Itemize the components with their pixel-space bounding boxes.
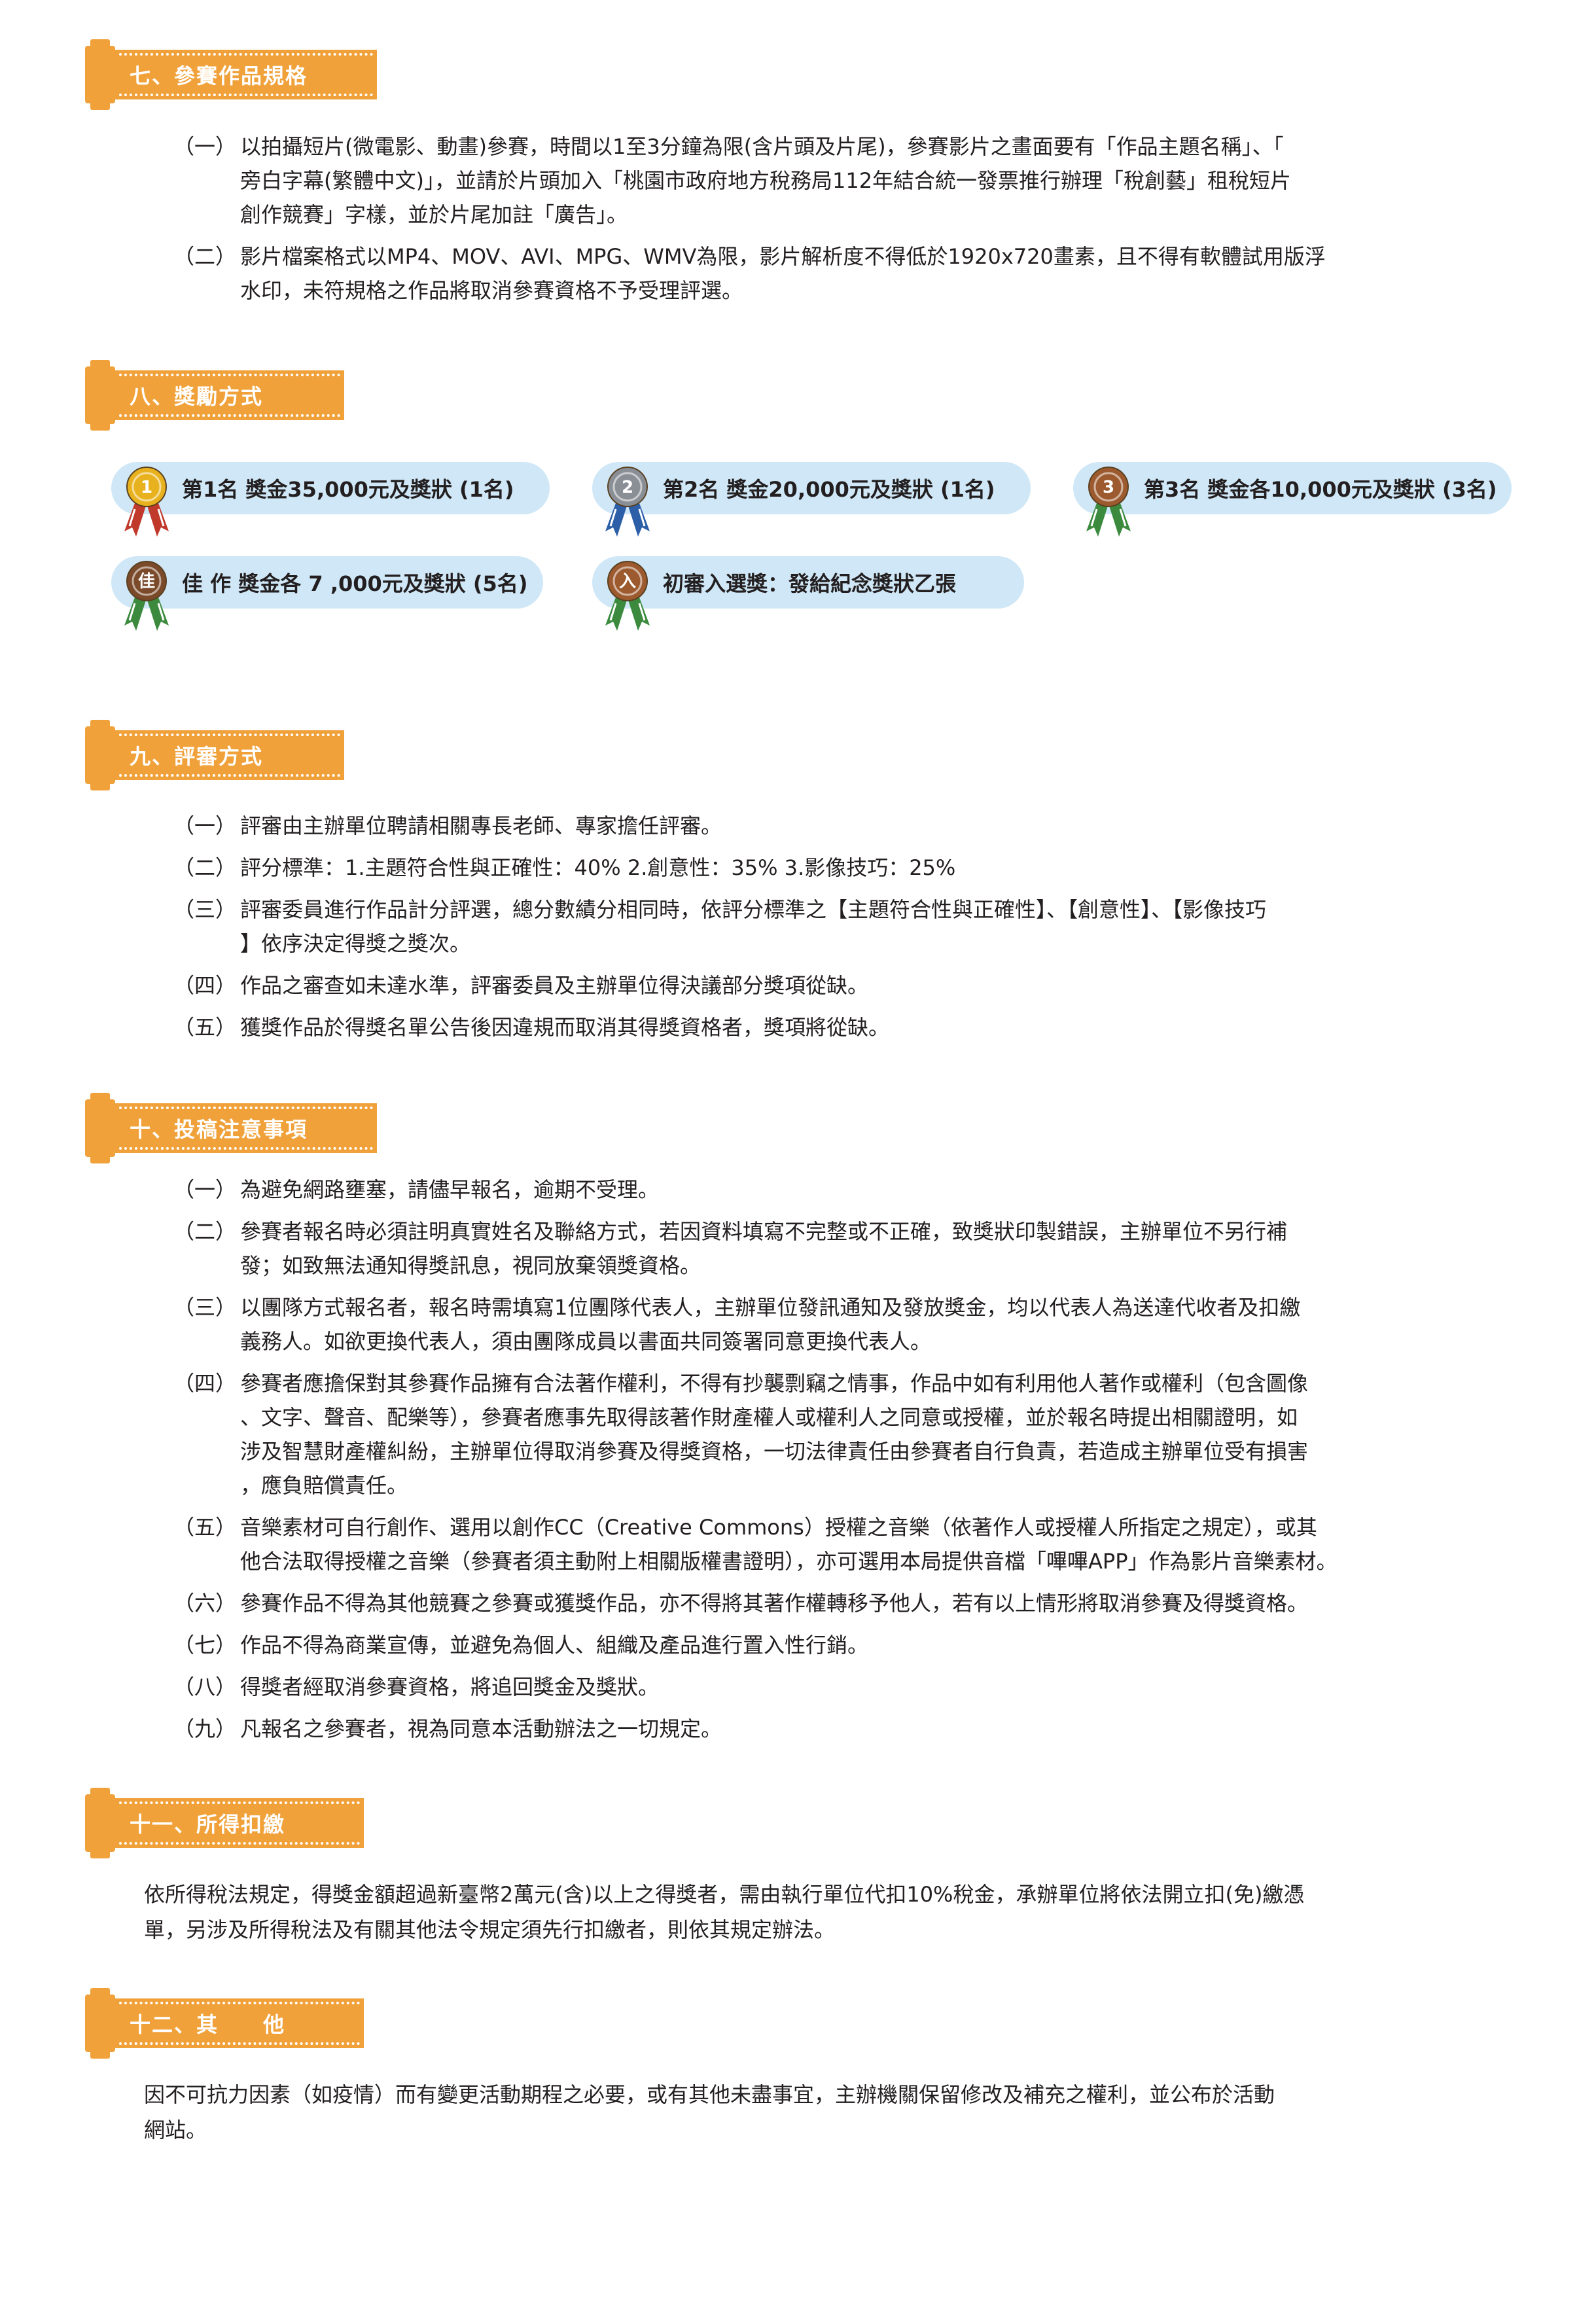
award-item: 入 初審入選獎：發給紀念獎狀乙張 (592, 556, 1024, 631)
film-roll-icon (85, 1788, 115, 1858)
list-item-line: 他合法取得授權之音樂（參賽者須主動附上相關版權書證明），亦可選用本局提供音檔「嗶… (240, 1549, 1338, 1574)
section-7-list: （一）以拍攝短片(微電影、動畫)參賽，時間以1至3分鐘為限(含片頭及片尾)，參賽… (173, 130, 1570, 315)
list-item-number: （三） (173, 1295, 237, 1320)
film-roll-icon (85, 360, 115, 431)
list-item-number: （一） (173, 134, 237, 159)
list-item-line: 音樂素材可自行創作、選用以創作CC（Creative Commons）授權之音樂… (240, 1515, 1317, 1540)
list-item-line: 創作競賽」字樣，並於片尾加註「廣告」。 (240, 202, 628, 227)
list-item: （六）參賽作品不得為其他競賽之參賽或獲獎作品，亦不得將其著作權轉移予他人，若有以… (173, 1586, 1570, 1620)
section-7-title: 七、參賽作品規格 (130, 63, 308, 88)
list-item-line: 參賽者應擔保對其參賽作品擁有合法著作權利，不得有抄襲剽竊之情事，作品中如有利用他… (240, 1371, 1309, 1396)
film-roll-icon (85, 720, 115, 790)
svg-text:佳: 佳 (138, 572, 155, 592)
section-11-title: 十一、所得扣繳 (130, 1812, 286, 1837)
list-item-line: 評審由主辦單位聘請相關專長老師、專家擔任評審。 (240, 813, 722, 838)
award-item: 佳 佳 作 獎金各 7 ,000元及獎狀 (5名) (111, 556, 543, 631)
section-10-title: 十、投稿注意事項 (130, 1117, 308, 1142)
section-10-list: （一）為避免網路壅塞，請儘早報名，逾期不受理。（二）參賽者報名時必須註明真實姓名… (173, 1173, 1570, 1754)
svg-text:入: 入 (619, 572, 636, 592)
list-item-number: （六） (173, 1591, 237, 1616)
list-item-line: 、文字、聲音、配樂等），參賽者應事先取得該著作財產權人或權利人之同意或授權，並於… (240, 1405, 1298, 1430)
list-item-number: （四） (173, 1371, 237, 1396)
list-item: （七）作品不得為商業宣傳，並避免為個人、組織及產品進行置入性行銷。 (173, 1628, 1570, 1662)
list-item-line: 作品不得為商業宣傳，並避免為個人、組織及產品進行置入性行銷。 (240, 1633, 869, 1658)
silver-medal-icon: 2 (605, 467, 650, 537)
list-item-line: 參賽者報名時必須註明真實姓名及聯絡方式，若因資料填寫不完整或不正確，致獎狀印製錯… (240, 1219, 1288, 1244)
finalist-medal-icon: 入 (605, 561, 650, 631)
list-item-line: 旁白字幕(繁體中文)」，並請於片頭加入「桃園市政府地方稅務局112年結合統一發票… (240, 168, 1292, 193)
award-item: 1 第1名 獎金35,000元及獎狀 (1名) (111, 462, 550, 537)
list-item: （八）得獎者經取消參賽資格，將追回獎金及獎狀。 (173, 1670, 1570, 1704)
list-item-number: （三） (173, 897, 237, 922)
list-item: （五）獲獎作品於得獎名單公告後因違規而取消其得獎資格者，獎項將從缺。 (173, 1010, 1570, 1044)
list-item-line: 獲獎作品於得獎名單公告後因違規而取消其得獎資格者，獎項將從缺。 (240, 1015, 890, 1040)
list-item-line: 作品之審查如未達水準，評審委員及主辦單位得決議部分獎項從缺。 (240, 973, 869, 998)
list-item: （五）音樂素材可自行創作、選用以創作CC（Creative Commons）授權… (173, 1510, 1570, 1578)
list-item-line: 得獎者經取消參賽資格，將追回獎金及獎狀。 (240, 1675, 660, 1699)
list-item-number: （二） (173, 855, 237, 880)
list-item-number: （九） (173, 1716, 237, 1741)
list-item: （一）為避免網路壅塞，請儘早報名，逾期不受理。 (173, 1173, 1570, 1207)
list-item: （二）參賽者報名時必須註明真實姓名及聯絡方式，若因資料填寫不完整或不正確，致獎狀… (173, 1215, 1570, 1283)
list-item-number: （七） (173, 1633, 237, 1658)
list-item-number: （五） (173, 1015, 237, 1040)
list-item-number: （一） (173, 1177, 237, 1202)
section-11-paragraph: 依所得稅法規定，得獎金額超過新臺幣2萬元(含)以上之得獎者，需由執行單位代扣10… (144, 1877, 1505, 1947)
film-roll-icon (85, 1988, 115, 2059)
list-item-number: （二） (173, 244, 237, 269)
list-item-line: 涉及智慧財產權糾紛，主辦單位得取消參賽及得獎資格，一切法律責任由參賽者自行負責，… (240, 1439, 1309, 1464)
list-item: （三）以團隊方式報名者，報名時需填寫1位團隊代表人，主辦單位發訊通知及發放獎金，… (173, 1290, 1570, 1358)
award-label: 第1名 獎金35,000元及獎狀 (1名) (182, 477, 514, 502)
gold-medal-icon: 1 (124, 467, 169, 537)
list-item-number: （五） (173, 1515, 237, 1540)
list-item-number: （八） (173, 1675, 237, 1699)
list-item-line: 水印，未符規格之作品將取消參賽資格不予受理評選。 (240, 278, 743, 303)
list-item-line: 影片檔案格式以MP4、MOV、AVI、MPG、WMV為限，影片解析度不得低於19… (240, 244, 1326, 269)
svg-text:1: 1 (141, 478, 152, 497)
list-item-line: 為避免網路壅塞，請儘早報名，逾期不受理。 (240, 1177, 660, 1202)
svg-text:3: 3 (1103, 478, 1114, 497)
list-item-line: 評分標準：1.主題符合性與正確性：40% 2.創意性：35% 3.影像技巧：25… (240, 855, 956, 880)
list-item: （三）評審委員進行作品計分評選，總分數績分相同時，依評分標準之【主題符合性與正確… (173, 893, 1570, 961)
section-8-title: 八、獎勵方式 (130, 384, 264, 409)
list-item: （九）凡報名之參賽者，視為同意本活動辦法之一切規定。 (173, 1712, 1570, 1746)
list-item: （一）以拍攝短片(微電影、動畫)參賽，時間以1至3分鐘為限(含片頭及片尾)，參賽… (173, 130, 1570, 232)
list-item-line: 】依序決定得獎之獎次。 (240, 931, 471, 956)
list-item-line: 評審委員進行作品計分評選，總分數績分相同時，依評分標準之【主題符合性與正確性】、… (240, 897, 1267, 922)
merit-medal-icon: 佳 (124, 561, 169, 631)
paragraph-line: 依所得稅法規定，得獎金額超過新臺幣2萬元(含)以上之得獎者，需由執行單位代扣10… (144, 1882, 1305, 1907)
award-label: 第2名 獎金20,000元及獎狀 (1名) (663, 477, 995, 502)
list-item-line: 義務人。如欲更換代表人，須由團隊成員以書面共同簽署同意更換代表人。 (240, 1329, 932, 1354)
svg-text:2: 2 (622, 478, 633, 497)
paragraph-line: 網站。 (144, 2118, 207, 2142)
film-roll-icon (85, 39, 115, 110)
section-9-title: 九、評審方式 (130, 744, 264, 769)
award-label: 第3名 獎金各10,000元及獎狀 (3名) (1144, 477, 1497, 502)
list-item-line: 發；如致無法通知得獎訊息，視同放棄領獎資格。 (240, 1253, 701, 1278)
list-item-line: 以團隊方式報名者，報名時需填寫1位團隊代表人，主辦單位發訊通知及發放獎金，均以代… (240, 1295, 1301, 1320)
list-item-line: 凡報名之參賽者，視為同意本活動辦法之一切規定。 (240, 1716, 722, 1741)
list-item: （四）參賽者應擔保對其參賽作品擁有合法著作權利，不得有抄襲剽竊之情事，作品中如有… (173, 1366, 1570, 1502)
film-roll-icon (85, 1093, 115, 1163)
list-item-number: （一） (173, 813, 237, 838)
list-item: （四）作品之審查如未達水準，評審委員及主辦單位得決議部分獎項從缺。 (173, 968, 1570, 1002)
list-item-line: ，應負賠償責任。 (240, 1473, 408, 1498)
list-item-number: （二） (173, 1219, 237, 1244)
paragraph-line: 因不可抗力因素（如疫情）而有變更活動期程之必要，或有其他未盡事宜，主辦機關保留修… (144, 2082, 1275, 2107)
award-item: 3 第3名 獎金各10,000元及獎狀 (3名) (1073, 462, 1512, 537)
award-label: 佳 作 獎金各 7 ,000元及獎狀 (5名) (182, 571, 528, 596)
list-item: （二）評分標準：1.主題符合性與正確性：40% 2.創意性：35% 3.影像技巧… (173, 851, 1570, 885)
section-9-list: （一）評審由主辦單位聘請相關專長老師、專家擔任評審。（二）評分標準：1.主題符合… (173, 809, 1570, 1052)
list-item: （一）評審由主辦單位聘請相關專長老師、專家擔任評審。 (173, 809, 1570, 843)
award-item: 2 第2名 獎金20,000元及獎狀 (1名) (592, 462, 1031, 537)
list-item-line: 以拍攝短片(微電影、動畫)參賽，時間以1至3分鐘為限(含片頭及片尾)，參賽影片之… (240, 134, 1284, 159)
list-item: （二）影片檔案格式以MP4、MOV、AVI、MPG、WMV為限，影片解析度不得低… (173, 239, 1570, 308)
list-item-line: 參賽作品不得為其他競賽之參賽或獲獎作品，亦不得將其著作權轉移予他人，若有以上情形… (240, 1591, 1309, 1616)
award-label: 初審入選獎：發給紀念獎狀乙張 (663, 571, 957, 596)
section-12-title: 十二、其 他 (130, 2012, 286, 2037)
section-12-paragraph: 因不可抗力因素（如疫情）而有變更活動期程之必要，或有其他未盡事宜，主辦機關保留修… (144, 2077, 1505, 2148)
paragraph-line: 單，另涉及所得稅法及有關其他法令規定須先行扣繳者，則依其規定辦法。 (144, 1917, 836, 1942)
bronze-medal-icon: 3 (1086, 467, 1131, 537)
list-item-number: （四） (173, 973, 237, 998)
